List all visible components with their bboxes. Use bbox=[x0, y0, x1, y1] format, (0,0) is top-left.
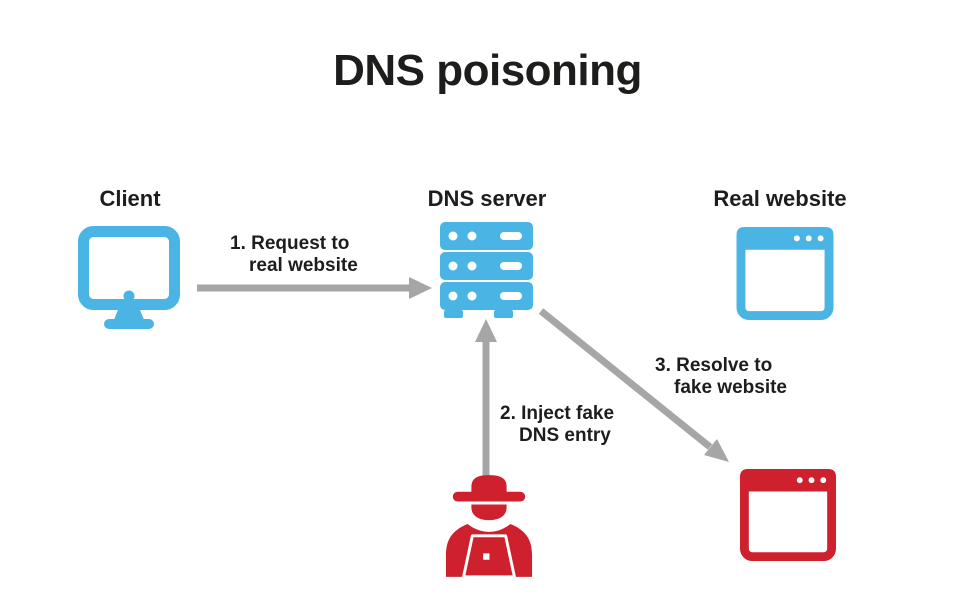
dns-server-label: DNS server bbox=[427, 186, 547, 211]
page-title: DNS poisoning bbox=[333, 46, 642, 95]
arrow-resolve-icon bbox=[538, 308, 729, 462]
step-3-label: 3. Resolve to fake website bbox=[655, 355, 787, 399]
client-label: Client bbox=[99, 186, 161, 211]
step-1-line-2: real website bbox=[249, 255, 358, 276]
step-2-line-2: DNS entry bbox=[519, 425, 611, 446]
step-1-label: 1. Request to real website bbox=[230, 233, 358, 277]
step-2-label: 2. Inject fake DNS entry bbox=[500, 403, 614, 447]
arrow-inject-icon bbox=[475, 319, 497, 478]
arrow-request-icon bbox=[197, 277, 432, 299]
server-stack-icon bbox=[440, 222, 533, 318]
step-1-line-1: 1. Request to bbox=[230, 233, 350, 254]
monitor-icon bbox=[78, 226, 180, 329]
step-3-line-2: fake website bbox=[674, 377, 787, 398]
real-website-label: Real website bbox=[713, 186, 847, 211]
step-2-line-1: 2. Inject fake bbox=[500, 403, 615, 424]
step-3-line-1: 3. Resolve to bbox=[655, 355, 773, 376]
hacker-spy-icon bbox=[445, 475, 533, 578]
real-website-browser-window-icon bbox=[736, 227, 834, 320]
fake-website-browser-window-icon bbox=[740, 468, 836, 562]
